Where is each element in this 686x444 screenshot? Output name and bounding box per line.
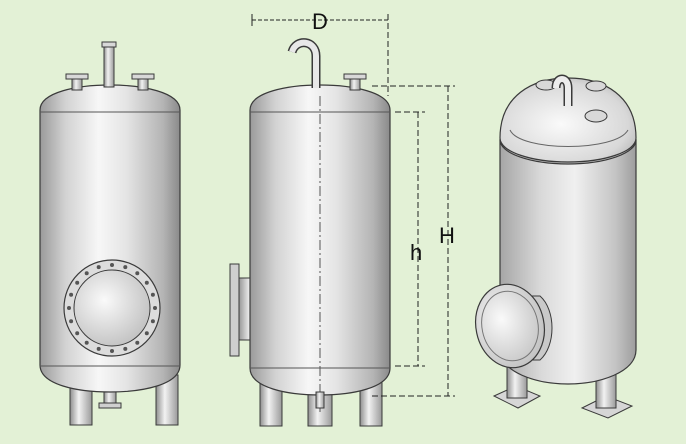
nozzle-left: [71, 77, 83, 91]
dimension-d: [251, 14, 389, 96]
bolt-hole: [96, 265, 101, 270]
bolt-hole: [84, 271, 89, 276]
nozzle-flange-front: [584, 109, 608, 123]
isometric-view: [475, 74, 637, 419]
bolt-hole: [123, 346, 128, 351]
drain-nozzle: [315, 391, 325, 409]
nozzle-flange-right: [585, 80, 607, 92]
bolt-hole: [110, 263, 114, 267]
bolt-hole: [75, 331, 80, 336]
nozzle-right: [349, 77, 361, 91]
bolt-hole: [110, 349, 114, 353]
bolt-hole: [150, 292, 155, 297]
nozzle-left-flange: [65, 73, 89, 80]
bolt-hole: [144, 280, 149, 285]
bolt-hole: [69, 292, 74, 297]
top-weld-seam: [509, 129, 629, 147]
dimension-h-total-label: H: [439, 223, 455, 248]
bolt-hole: [123, 265, 128, 270]
bolt-hole: [84, 340, 89, 345]
manhole-cover: [73, 269, 151, 347]
bolt-hole: [67, 306, 71, 310]
bolt-hole: [150, 319, 155, 324]
bolt-hole: [144, 331, 149, 336]
front-view: [39, 41, 181, 426]
dimension-h-total: [372, 85, 455, 397]
top-head-dome: [499, 77, 637, 163]
bolt-hole: [96, 346, 101, 351]
nozzle-right: [137, 77, 149, 91]
dimension-h-shell-label: h: [410, 240, 422, 265]
bolt-hole: [69, 319, 74, 324]
vent-pipe-cap: [101, 41, 117, 48]
nozzle-right-flange: [131, 73, 155, 80]
manhole-cover-inner: [481, 290, 539, 362]
dimension-d-label: D: [312, 9, 328, 34]
bolt-hole: [135, 271, 140, 276]
dimension-h-shell: [395, 111, 425, 367]
manhole-bolts: [67, 263, 157, 353]
drain-flange: [98, 402, 122, 409]
bolt-hole: [75, 280, 80, 285]
side-view: D H h: [229, 9, 455, 427]
bolt-hole: [153, 306, 157, 310]
manhole-cover: [475, 283, 545, 369]
bolt-hole: [135, 340, 140, 345]
nozzle-right-flange: [343, 73, 367, 80]
vent-pipe: [103, 44, 115, 88]
side-manhole-flange: [229, 263, 240, 357]
